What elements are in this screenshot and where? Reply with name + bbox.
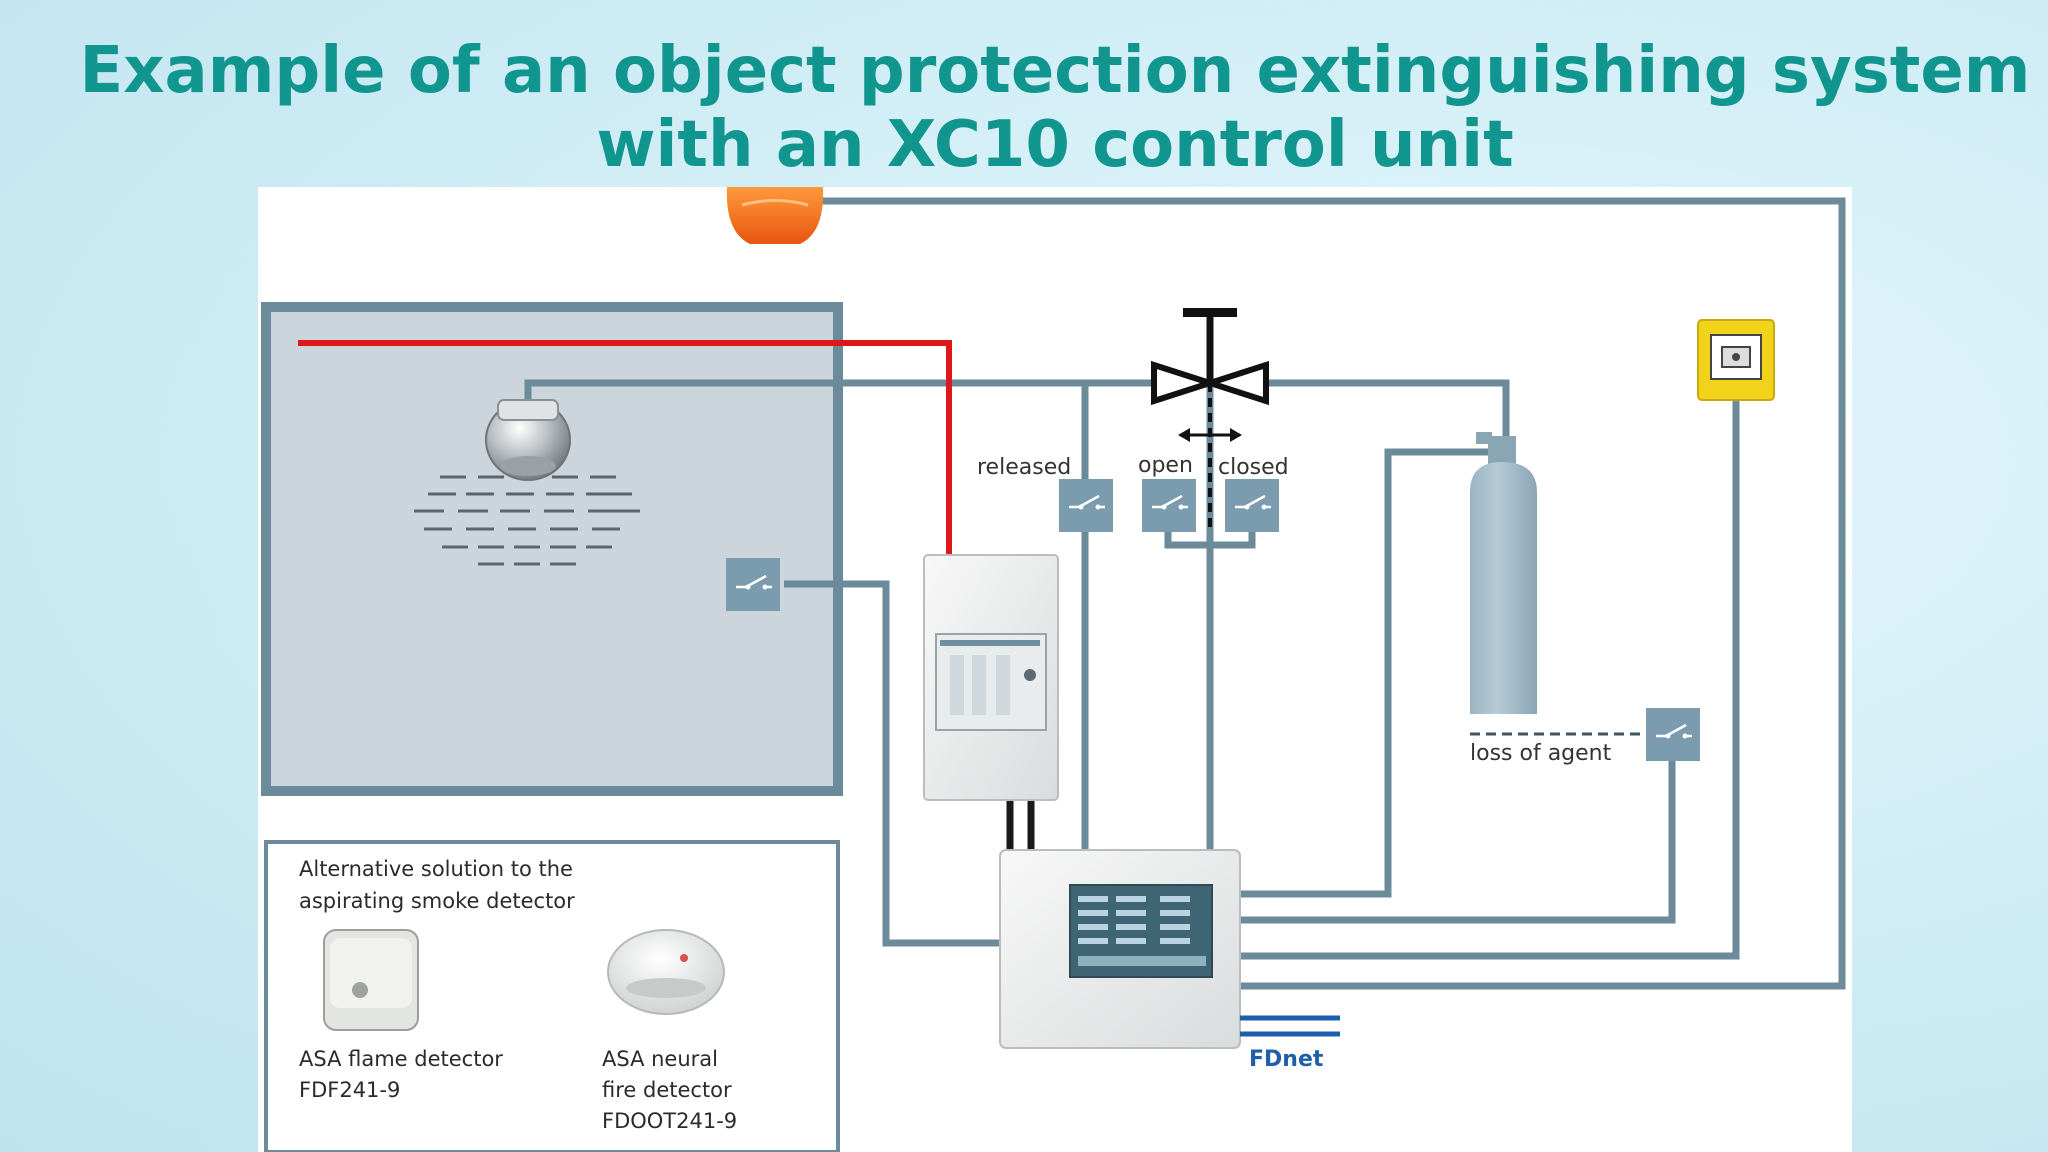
flame-detector-label-2: FDF241-9	[299, 1078, 400, 1102]
module-cables	[1006, 800, 1035, 850]
gas-cylinder-icon	[1470, 432, 1537, 714]
neural-detector-icon	[607, 929, 725, 1015]
control-unit-icon	[999, 849, 1241, 1049]
released-label: released	[977, 455, 1071, 480]
smoke-pattern	[414, 475, 640, 566]
loss-of-agent-label: loss of agent	[1470, 741, 1612, 766]
fdnet-lines	[1240, 1015, 1340, 1037]
protected-room	[261, 302, 843, 796]
extinguishing-module-icon	[923, 554, 1059, 801]
valve-icon	[1151, 308, 1269, 530]
open-label: open	[1138, 453, 1193, 478]
page-title: Example of an object protection extingui…	[0, 34, 2048, 182]
alternative-heading-line-1: Alternative solution to the	[299, 857, 573, 881]
title-line-2: with an XC10 control unit	[596, 108, 1514, 182]
fdnet-label: FDnet	[1249, 1047, 1324, 1072]
alarm-line	[298, 340, 952, 555]
manual-call-point-icon	[1697, 319, 1775, 401]
switch-icon	[1646, 708, 1700, 761]
closed-label: closed	[1218, 455, 1289, 480]
beacon-icon	[726, 187, 824, 244]
switch-icon	[1059, 479, 1113, 532]
neural-detector-label-3: FDOOT241-9	[602, 1109, 737, 1133]
title-line-1: Example of an object protection extingui…	[79, 34, 2031, 108]
switch-icon	[726, 558, 780, 611]
neural-detector-label-2: fire detector	[602, 1078, 732, 1102]
wiring	[524, 197, 1846, 990]
neural-detector-label-1: ASA neural	[602, 1047, 718, 1071]
flame-detector-label-1: ASA flame detector	[299, 1047, 503, 1071]
switch-icon	[1225, 479, 1279, 532]
flame-detector-icon	[323, 929, 419, 1031]
alternative-heading-line-2: aspirating smoke detector	[299, 889, 575, 913]
smoke-detector-icon	[485, 399, 571, 481]
switch-icon	[1142, 479, 1196, 532]
